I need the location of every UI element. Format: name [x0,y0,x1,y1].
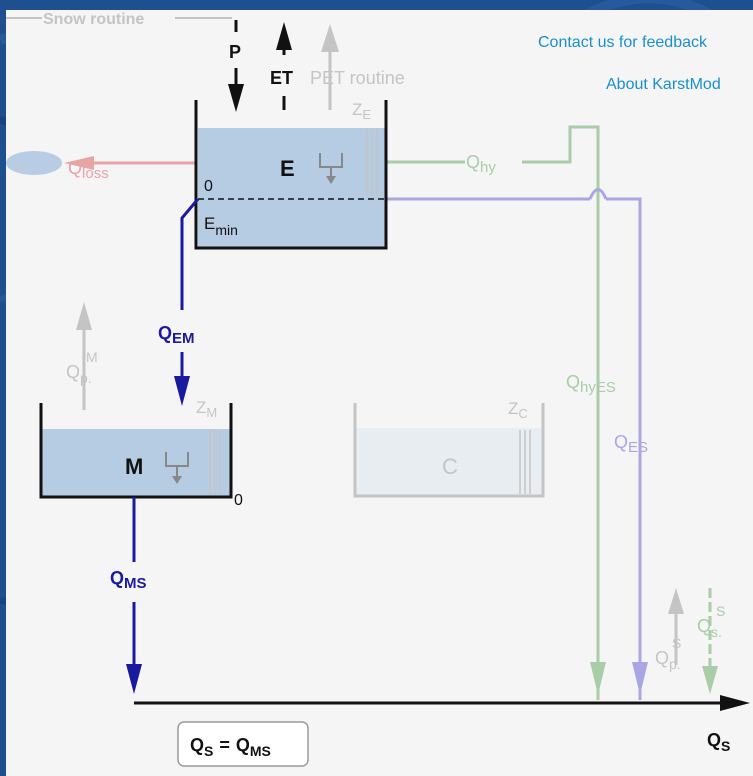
reservoir-m[interactable] [39,403,233,499]
reservoir-e-sink-icon [319,153,343,184]
pet-arrow [321,24,339,110]
reservoir-m-sink-icon [165,452,189,484]
qss-label: Qs.S [697,603,725,640]
snow-routine-label[interactable]: Snow routine [43,11,144,28]
reservoir-c[interactable] [353,403,545,498]
p-label: P [229,42,241,62]
reservoir-e-zero: 0 [204,178,213,195]
qhy-line [386,125,606,700]
qs-label: QS [707,730,730,754]
contact-link[interactable]: Contact us for feedback [538,34,707,51]
reservoir-c-label: C [442,454,458,479]
equation-box [177,721,309,767]
qhy-label: Qhy [466,152,496,176]
p-arrow [228,20,244,112]
pet-routine-label[interactable]: PET routine [310,68,405,88]
qpm-arrow [76,302,92,410]
qms-label: QMS [110,568,147,592]
zc-label: ZC [508,399,528,421]
et-label: ET [270,68,293,88]
qloss-arrow [6,151,196,175]
qps-arrow [668,588,684,665]
qpm-label: Qp.M [66,349,98,386]
karst-model-diagram: Snow routine PET routine Qloss [6,11,750,767]
reservoir-e-label: E [280,156,295,181]
qhyes-label: QhyES [566,372,616,396]
qloss-label: Qloss [68,158,109,182]
reservoir-e[interactable] [194,100,388,250]
qem-line [174,198,200,406]
qms-line [126,497,142,694]
reservoir-m-label: M [125,454,143,479]
reservoir-m-zero: 0 [234,492,243,509]
et-arrow [276,22,292,110]
equation-text: QS=QMS [190,735,271,759]
ze-label: ZE [352,100,371,122]
about-link[interactable]: About KarstMod [606,76,721,93]
qes-label: QES [614,432,648,456]
qes-line [386,188,648,700]
emin-label: Emin [204,214,238,238]
qps-label: Qp.S [655,635,681,672]
qem-label: QEM [158,323,195,347]
model-panel: Snow routine PET routine Qloss [6,10,753,776]
qss-arrow [702,588,718,694]
zm-label: ZM [196,398,217,420]
qs-outflow-line [134,695,750,711]
